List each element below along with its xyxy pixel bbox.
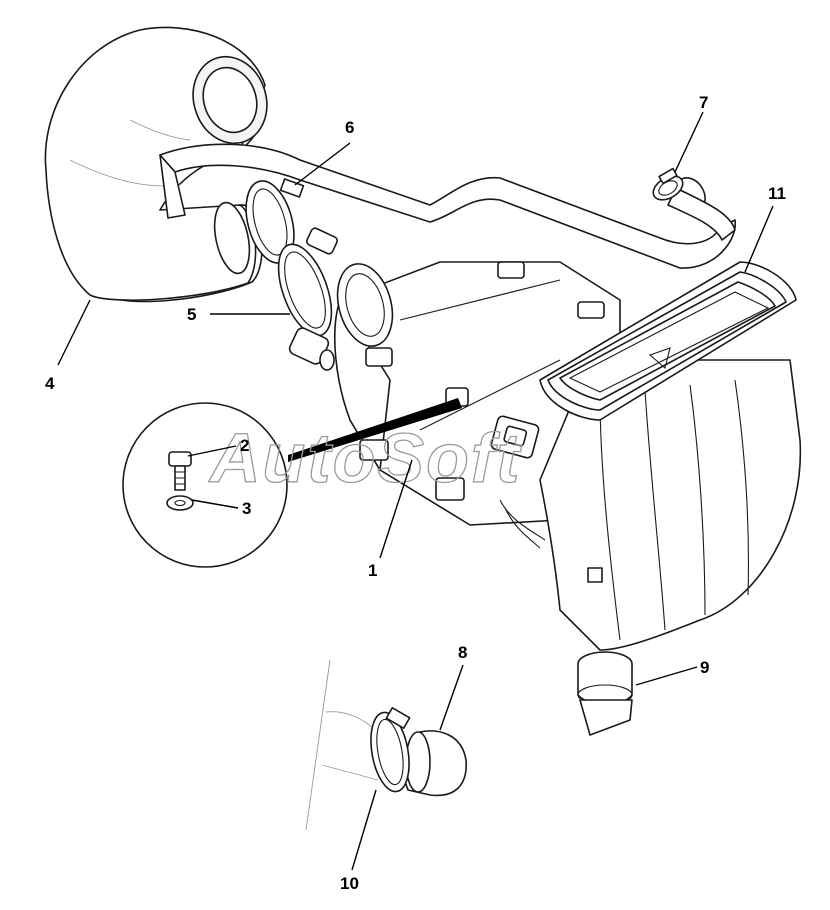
callout-5: 5 xyxy=(187,305,196,324)
callout-8: 8 xyxy=(458,643,467,662)
washer-icon xyxy=(166,495,194,511)
intake-hose-icon xyxy=(44,26,268,303)
watermark-text: AutoSoft xyxy=(208,419,522,497)
bolt-icon xyxy=(168,451,192,491)
leader-lines xyxy=(57,111,774,871)
callout-1: 1 xyxy=(368,561,377,580)
detail-zoom-circle xyxy=(122,398,462,568)
callout-2: 2 xyxy=(240,436,249,455)
filter-seal-icon xyxy=(539,261,797,421)
callout-3: 3 xyxy=(242,499,251,518)
hose-clamp-5-icon xyxy=(277,227,338,371)
lower-hose-icon xyxy=(305,659,467,831)
resonator-box-icon xyxy=(539,359,802,736)
callout-11: 11 xyxy=(768,184,786,203)
callout-4: 4 xyxy=(45,374,55,393)
callout-10: 10 xyxy=(340,874,359,893)
callout-7: 7 xyxy=(699,93,708,112)
callout-6: 6 xyxy=(345,118,354,137)
hose-clamp-10-icon xyxy=(370,707,411,793)
callout-9: 9 xyxy=(700,658,709,677)
callout-labels: 4 5 6 7 11 1 2 3 8 9 10 xyxy=(45,93,786,893)
hose-clamp-7-icon xyxy=(652,167,684,201)
